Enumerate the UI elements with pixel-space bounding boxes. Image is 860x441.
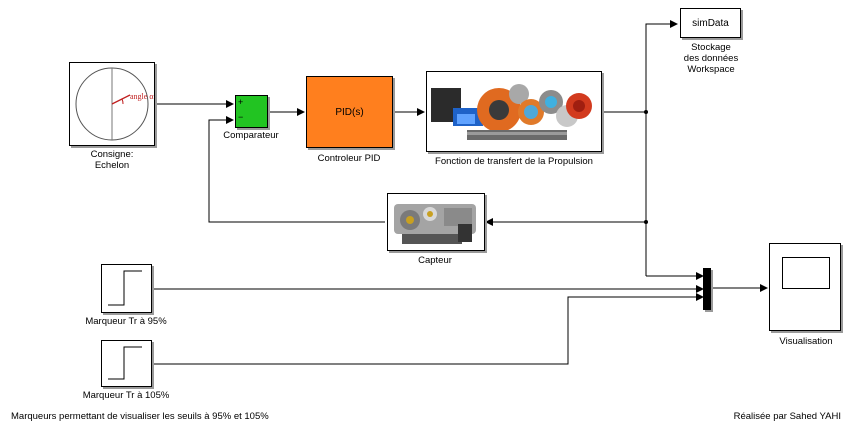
marqueur105-label: Marqueur Tr à 105% xyxy=(82,390,170,401)
junction-dot xyxy=(644,110,648,114)
sensor-image xyxy=(388,194,484,250)
visualisation-label: Visualisation xyxy=(779,336,833,347)
pid-label: Controleur PID xyxy=(317,153,381,164)
scope-screen xyxy=(782,257,830,289)
junction-dot xyxy=(644,220,648,224)
simdata-label: Stockage des données Workspace xyxy=(683,42,739,75)
comparateur-label: Comparateur xyxy=(223,130,279,141)
wire-feedback xyxy=(208,116,385,223)
step-icon: angle α xyxy=(75,67,154,141)
propulsion-label: Fonction de transfert de la Propulsion xyxy=(435,156,593,167)
capteur-label: Capteur xyxy=(418,255,452,266)
simdata-text: simData xyxy=(692,17,729,29)
wire-m105-mux xyxy=(152,293,704,365)
marqueur95-label: Marqueur Tr à 95% xyxy=(85,316,167,327)
angle-text: angle α xyxy=(130,92,154,101)
pulse-icon xyxy=(108,346,142,380)
marqueur95-block[interactable] xyxy=(101,264,152,313)
wire-to-simdata xyxy=(645,20,678,112)
gearbox-image xyxy=(427,72,601,151)
minus-sign: − xyxy=(238,112,244,122)
plus-sign: + xyxy=(238,97,244,107)
marqueur105-block[interactable] xyxy=(101,340,152,387)
capteur-block[interactable] xyxy=(387,193,485,251)
consigne-block[interactable]: angle α xyxy=(69,62,155,146)
consigne-label: Consigne: Echelon xyxy=(90,149,134,171)
footer-right-note: Réalisée par Sahed YAHI xyxy=(733,411,841,422)
mux-block[interactable] xyxy=(703,268,711,310)
footer-left-note: Marqueurs permettant de visualiser les s… xyxy=(11,411,269,422)
propulsion-block[interactable] xyxy=(426,71,602,152)
pulse-icon xyxy=(108,270,142,306)
pid-text: PID(s) xyxy=(335,106,364,118)
visualisation-block[interactable] xyxy=(769,243,841,331)
comparateur-block[interactable]: + − xyxy=(235,95,268,128)
pid-block[interactable]: PID(s) xyxy=(306,76,393,148)
simdata-block[interactable]: simData xyxy=(680,8,741,38)
